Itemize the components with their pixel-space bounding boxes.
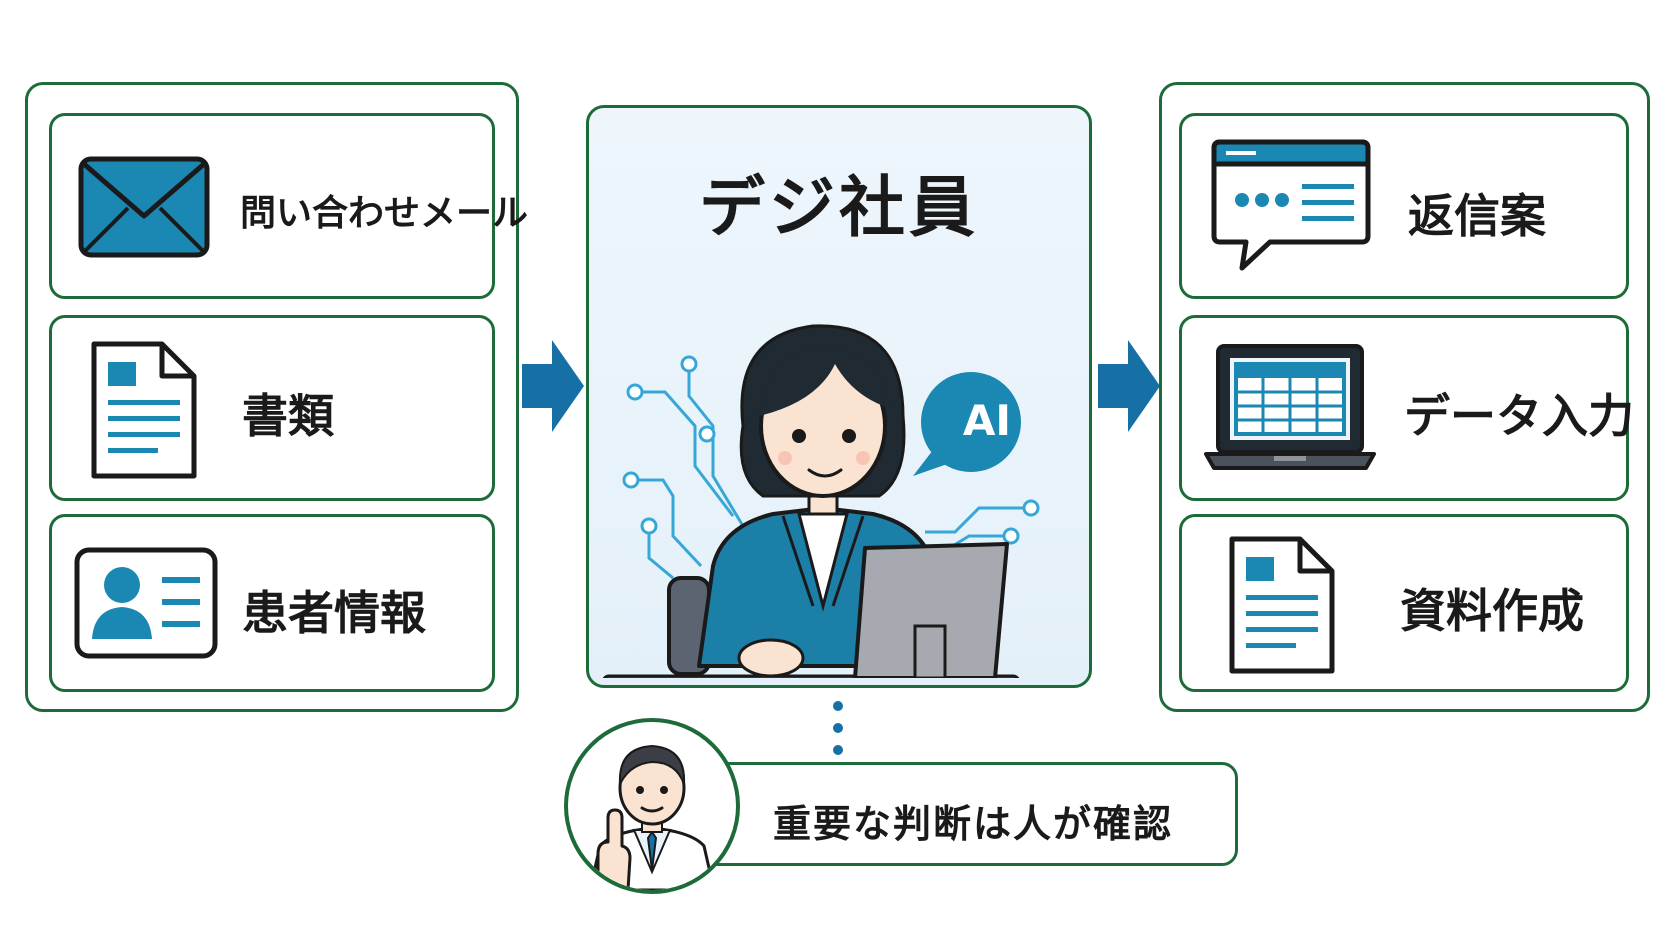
input-card-documents: 書類	[49, 315, 495, 501]
human-review-banner: 重要な判断は人が確認	[700, 762, 1238, 866]
document-icon	[90, 340, 198, 480]
center-title: デジ社員	[699, 169, 979, 246]
output-label-reply-draft: 返信案	[1408, 189, 1546, 243]
output-label-material-creation: 資料作成	[1400, 584, 1584, 638]
connector-dots	[832, 700, 844, 756]
arrow-right-icon	[522, 340, 584, 432]
digital-employee-illustration	[603, 226, 1073, 678]
digital-employee-panel: デジ社員	[586, 105, 1092, 688]
output-card-material-creation: 資料作成	[1179, 514, 1629, 692]
output-card-data-entry: データ入力	[1179, 315, 1634, 501]
chat-window-icon	[1210, 138, 1372, 274]
laptop-spreadsheet-icon	[1202, 342, 1378, 474]
doctor-avatar	[564, 718, 740, 894]
envelope-icon	[78, 156, 210, 258]
ai-badge-text: AI	[962, 396, 1012, 445]
output-label-data-entry: データ入力	[1404, 389, 1634, 443]
input-card-patient-info: 患者情報	[49, 514, 495, 692]
arrow-right-icon	[1098, 340, 1160, 432]
human-review-label: 重要な判断は人が確認	[773, 802, 1174, 846]
input-label-email: 問い合わせメール	[240, 193, 529, 234]
id-card-icon	[74, 547, 218, 659]
input-label-documents: 書類	[242, 389, 334, 443]
ai-speech-bubble-icon	[913, 372, 1021, 476]
document-icon	[1228, 535, 1336, 675]
output-card-reply-draft: 返信案	[1179, 113, 1629, 299]
input-label-patient-info: 患者情報	[242, 586, 426, 640]
input-card-email: 問い合わせメール	[49, 113, 528, 299]
